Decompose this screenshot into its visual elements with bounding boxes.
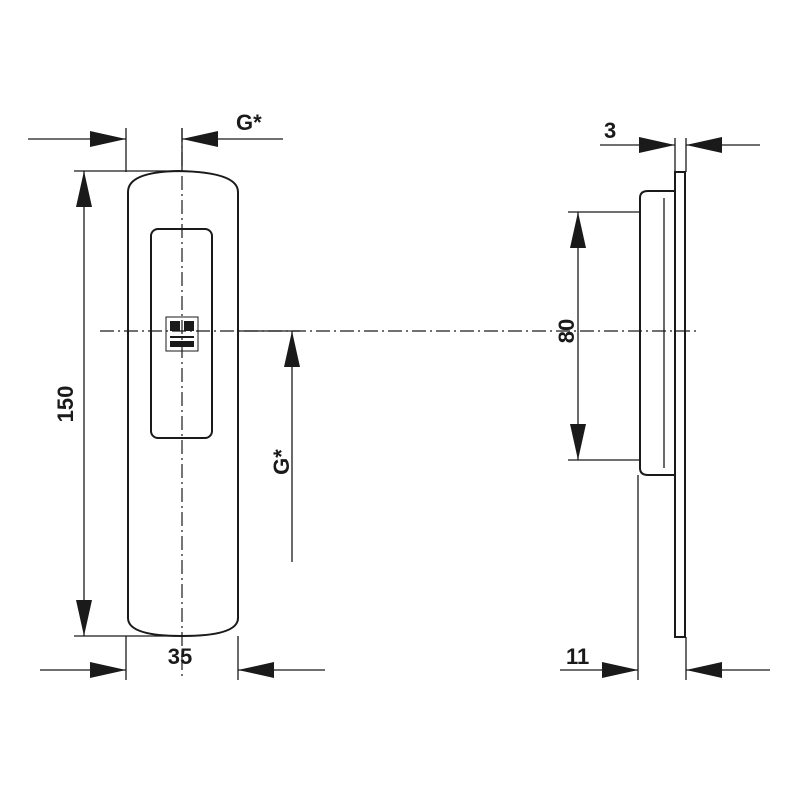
dim-11-depth: 11 — [560, 475, 770, 680]
dim-g-top-label: G* — [236, 110, 262, 135]
dim-150-height: 150 — [53, 170, 176, 637]
dim-80-height: 80 — [554, 211, 640, 461]
dim-80-label: 80 — [554, 319, 579, 343]
dim-35-label: 35 — [168, 644, 192, 669]
dim-3-label: 3 — [604, 118, 616, 143]
front-plate-outline — [127, 169, 239, 638]
dim-35-width: 35 — [40, 636, 325, 680]
front-view — [127, 128, 239, 680]
dim-150-label: 150 — [53, 386, 78, 423]
dim-g-vertical: G* — [238, 330, 300, 562]
side-plate — [674, 171, 686, 638]
dim-3-thickness: 3 — [600, 118, 760, 172]
dim-11-label: 11 — [566, 644, 589, 669]
dim-g-vertical-label: G* — [269, 449, 294, 475]
side-recess-body — [639, 190, 675, 476]
dim-g-top: G* — [28, 110, 283, 172]
side-view — [639, 171, 686, 638]
